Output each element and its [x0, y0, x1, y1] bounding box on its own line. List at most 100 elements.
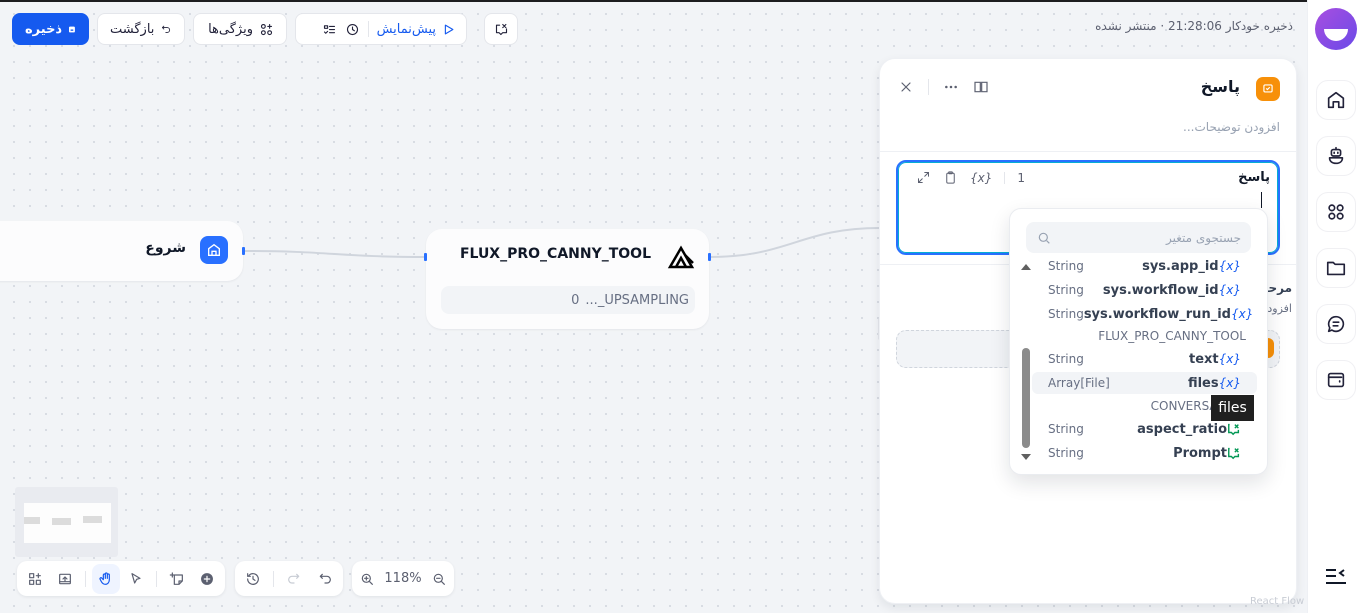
variable-group-label: FLUX_PRO_CANNY_TOOL	[1098, 329, 1246, 343]
description-input[interactable]: افزودن توضیحات...	[1183, 120, 1280, 134]
sidebar-item-wallet[interactable]	[1316, 360, 1356, 400]
add-node-button[interactable]	[193, 564, 221, 594]
canvas-tools	[17, 561, 225, 596]
sidebar-item-home[interactable]	[1316, 80, 1356, 120]
zoom-tools: 118%	[352, 561, 454, 596]
panel-actions	[898, 79, 989, 95]
panel-title[interactable]: پاسخ	[1200, 77, 1240, 96]
flux-logo-icon	[667, 245, 695, 269]
node-title: FLUX_PRO_CANNY_TOOL	[459, 246, 651, 262]
add-block-button[interactable]	[21, 564, 49, 594]
chat-icon	[1327, 315, 1345, 333]
zoom-in-button[interactable]	[356, 564, 378, 594]
param-name: ..._UPSAMPLING	[585, 292, 689, 308]
variable-picker: String sys.app_id{x} String sys.workflow…	[1009, 208, 1268, 475]
close-icon[interactable]	[898, 79, 914, 95]
variable-chat-icon	[495, 23, 507, 35]
clipboard-icon[interactable]	[943, 170, 958, 185]
home-icon	[200, 236, 228, 264]
export-image-button[interactable]	[51, 564, 79, 594]
variable-row[interactable]: String sys.workflow_id{x}	[1032, 279, 1257, 301]
minimap-viewport[interactable]	[24, 503, 111, 543]
features-button[interactable]: ویژگی‌ها	[193, 13, 287, 45]
home-icon	[1327, 91, 1345, 109]
history-icon	[247, 572, 260, 585]
add-note-button[interactable]	[163, 564, 191, 594]
minimap[interactable]	[15, 487, 118, 557]
variable-row[interactable]: String Prompt	[1032, 442, 1257, 464]
undo-button[interactable]	[311, 564, 339, 594]
preview-label: پیش‌نمایش	[376, 21, 436, 37]
zoom-out-button[interactable]	[428, 564, 450, 594]
var-type: Array[File]	[1048, 376, 1110, 390]
answer-icon	[1256, 77, 1280, 101]
window-top-edge	[0, 0, 1365, 2]
pointer-tool-button[interactable]	[122, 564, 150, 594]
run-history-icon[interactable]	[345, 22, 360, 37]
zoom-level: 118%	[384, 571, 422, 586]
play-icon	[444, 24, 454, 34]
sidebar-item-files[interactable]	[1316, 248, 1356, 288]
autosave-status: ذخیره خودکار 21:28:06 · منتشر نشده	[1095, 19, 1293, 33]
scrollbar-thumb[interactable]	[1022, 348, 1030, 448]
variable-icon: {x}	[1218, 259, 1241, 273]
editor-tools: {x} 1	[916, 170, 1025, 185]
collapse-menu-icon[interactable]	[1325, 566, 1347, 586]
user-avatar[interactable]	[1315, 8, 1357, 50]
var-type: String	[1048, 446, 1084, 460]
var-name: aspect_ratio	[1137, 421, 1227, 437]
start-node[interactable]: شروع	[0, 221, 245, 281]
back-button[interactable]: بازگشت	[97, 13, 185, 45]
grid-icon	[1328, 204, 1344, 220]
more-icon[interactable]	[943, 79, 959, 95]
var-name: files	[1187, 375, 1219, 391]
features-icon	[260, 23, 273, 35]
output-handle[interactable]	[242, 247, 245, 255]
version-history-button[interactable]	[239, 564, 267, 594]
var-type: String	[1048, 283, 1084, 297]
line-number: 1	[1017, 170, 1026, 185]
input-handle[interactable]	[424, 253, 427, 261]
scroll-down-arrow[interactable]	[1021, 454, 1031, 460]
text-caret	[1261, 192, 1262, 208]
var-name: sys.workflow_id	[1102, 282, 1219, 298]
scroll-up-arrow[interactable]	[1021, 264, 1031, 270]
output-handle[interactable]	[708, 253, 711, 261]
sidebar-item-bots[interactable]	[1316, 136, 1356, 176]
history-tools	[235, 561, 343, 596]
save-icon	[69, 26, 75, 32]
book-icon[interactable]	[973, 79, 989, 95]
grid-plus-icon	[29, 572, 41, 585]
variable-row[interactable]: String sys.workflow_run_id{x}	[1032, 303, 1257, 325]
checklist-icon[interactable]	[322, 22, 337, 37]
robot-icon	[1328, 146, 1344, 165]
save-button[interactable]: ذخیره	[12, 13, 89, 45]
flux-tool-node[interactable]: FLUX_PRO_CANNY_TOOL 0 ..._UPSAMPLING	[424, 229, 711, 329]
react-flow-attribution[interactable]: React Flow	[1250, 596, 1305, 607]
preview-button[interactable]: پیش‌نمایش	[377, 22, 456, 37]
var-name: Prompt	[1173, 445, 1227, 461]
sidebar-item-apps[interactable]	[1316, 192, 1356, 232]
undo-arrow-icon	[162, 25, 171, 33]
hand-tool-button[interactable]	[91, 563, 120, 594]
variable-row[interactable]: String aspect_ratio	[1032, 418, 1257, 440]
redo-button[interactable]	[280, 564, 308, 594]
param-value: 0	[571, 292, 580, 308]
variable-search-input[interactable]	[1052, 230, 1241, 245]
insert-variable-icon[interactable]: {x}	[970, 170, 993, 185]
search-icon	[1038, 232, 1050, 244]
variable-icon: {x}	[1218, 376, 1241, 390]
variable-row[interactable]: String sys.app_id{x}	[1032, 255, 1257, 277]
save-label: ذخیره	[25, 21, 63, 37]
variable-row[interactable]: String text{x}	[1032, 348, 1257, 370]
expand-icon[interactable]	[916, 170, 931, 185]
node-title: شروع	[145, 240, 186, 256]
variable-search[interactable]	[1026, 222, 1251, 253]
zoom-in-icon	[361, 573, 374, 585]
zoom-out-icon	[433, 573, 445, 585]
variable-row[interactable]: Array[File] files{x}	[1032, 372, 1257, 394]
env-variables-button[interactable]	[484, 13, 518, 45]
app-sidebar	[1307, 0, 1365, 613]
sidebar-item-chat[interactable]	[1316, 304, 1356, 344]
undo-icon	[319, 573, 331, 584]
